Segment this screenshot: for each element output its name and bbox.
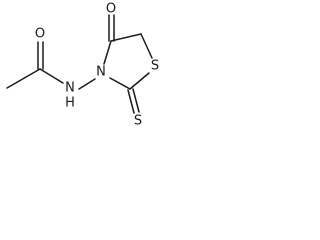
chemical-structure-diagram: O N H N O S S xyxy=(6,2,159,129)
bond-c2-s-1 xyxy=(127,89,135,114)
atom-h-amide: H xyxy=(65,96,75,111)
bond-methyl-carbonyl xyxy=(6,68,41,89)
bond-acetyl-nh xyxy=(39,68,64,84)
bond-ring-s-c2 xyxy=(129,72,150,90)
atom-o-acetyl: O xyxy=(35,27,45,42)
atom-n-ring: N xyxy=(96,65,106,80)
bond-c2-s-2 xyxy=(132,88,140,113)
atom-n-amide: N xyxy=(65,81,75,96)
bond-c2-ring-n xyxy=(109,77,131,90)
atom-s-ring: S xyxy=(151,59,159,74)
bond-layer xyxy=(6,14,153,114)
bond-nh-ring-n xyxy=(78,78,96,90)
atom-label-layer: O N H N O S S xyxy=(35,2,159,129)
bond-c5-ring-s xyxy=(140,33,153,59)
bond-c4-c5 xyxy=(110,33,142,42)
bond-ring-n-c4 xyxy=(103,40,112,65)
atom-s-thione: S xyxy=(134,114,142,129)
atom-o-ring-carbonyl: O xyxy=(106,2,116,17)
